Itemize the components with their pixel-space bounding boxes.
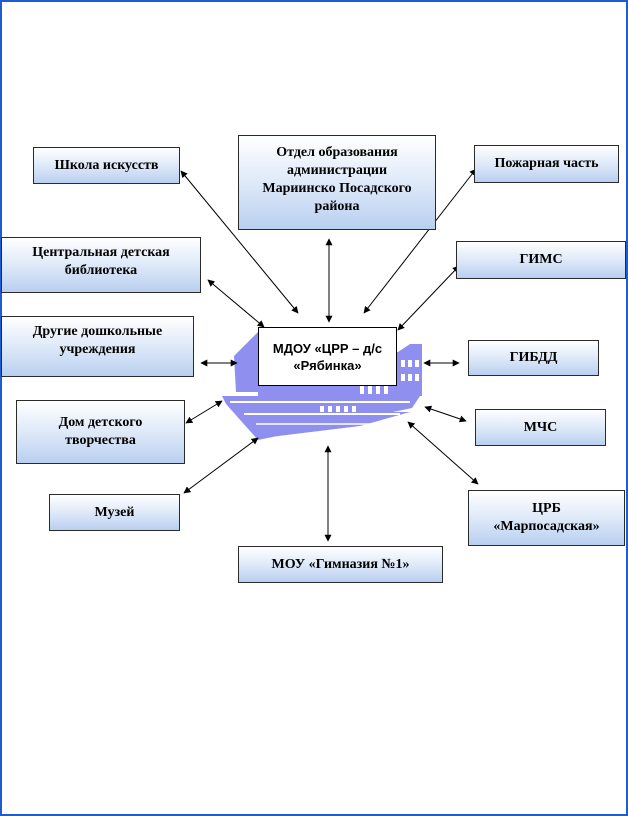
- node-muzei: Музей: [49, 494, 180, 531]
- arrow-dom: [185, 400, 223, 424]
- arrow-biblioteka: [207, 279, 265, 328]
- node-crb-marposadskaya: ЦРБ «Марпосадская»: [468, 490, 625, 546]
- arrow-gims: [397, 265, 460, 331]
- node-dom-detskogo-tvorchestva: Дом детского творчества: [16, 400, 185, 464]
- node-pozharnaya-chast: Пожарная часть: [474, 145, 619, 183]
- arrow-mchs: [424, 405, 467, 423]
- node-detskaya-biblioteka: Центральная детская библиотека: [1, 237, 201, 293]
- node-gims: ГИМС: [456, 241, 626, 279]
- node-center-mdou-ryabinka: МДОУ «ЦРР – д/с «Рябинка»: [258, 327, 397, 386]
- node-doshkolnye-uchrezhdeniya: Другие дошкольные учреждения: [1, 316, 194, 377]
- arrow-crb: [407, 421, 479, 485]
- node-gimnaziya: МОУ «Гимназия №1»: [238, 546, 443, 583]
- node-gibdd: ГИБДД: [468, 340, 599, 376]
- node-shkola-iskusstv: Школа искусств: [33, 147, 180, 184]
- node-otdel-obrazovaniya: Отдел образования администрации Мариинск…: [238, 135, 436, 230]
- arrow-muzei: [183, 437, 259, 494]
- arrow-pozhar: [363, 168, 477, 314]
- node-mchs: МЧС: [475, 409, 606, 446]
- arrow-shkola: [180, 170, 299, 314]
